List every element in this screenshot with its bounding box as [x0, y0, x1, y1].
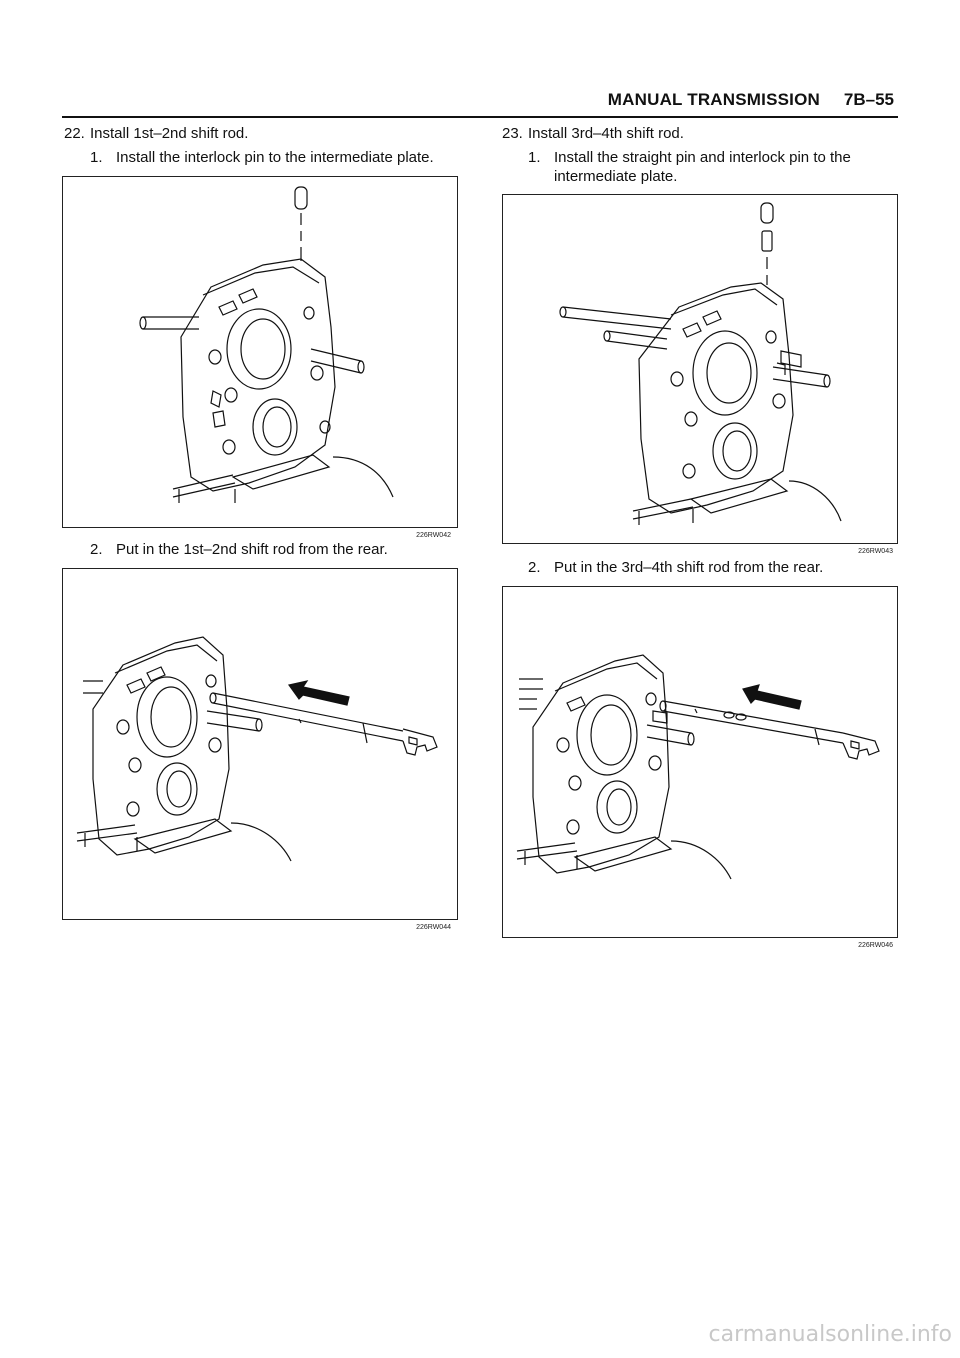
step-23-sub-2: 2. Put in the 3rd–4th shift rod from the… [528, 558, 898, 577]
step-22: 22. Install 1st–2nd shift rod. [64, 124, 460, 143]
figure-code: 226RW042 [416, 532, 451, 539]
step-number: 23. [502, 125, 523, 142]
interlock-pin-illustration [139, 186, 394, 503]
sub-number: 2. [528, 559, 541, 576]
step-23: 23. Install 3rd–4th shift rod. [502, 124, 898, 143]
sub-number: 2. [90, 541, 103, 558]
sub-text: Install the interlock pin to the interme… [116, 149, 434, 166]
watermark: carmanualsonline.info [708, 1322, 952, 1347]
step-22-sub-1: 1. Install the interlock pin to the inte… [90, 148, 460, 167]
figure-code: 226RW043 [858, 548, 893, 555]
figure-226rw046: 226RW046 [502, 586, 898, 949]
step-number: 22. [64, 125, 85, 142]
step-23-sub-1: 1. Install the straight pin and interloc… [528, 148, 898, 185]
step-text: Install 3rd–4th shift rod. [528, 125, 684, 142]
section-title: MANUAL TRANSMISSION [607, 90, 820, 109]
figure-code: 226RW046 [858, 942, 893, 949]
step-text: Install 1st–2nd shift rod. [90, 125, 249, 142]
page-number: 7B–55 [843, 90, 894, 109]
figure-226rw042: 226RW042 [62, 176, 458, 539]
shift-rod-illustration [516, 654, 880, 880]
sub-text: Put in the 1st–2nd shift rod from the re… [116, 541, 388, 558]
sub-text-line-1: Install the straight pin and interlock p… [554, 149, 851, 166]
figure-code: 226RW044 [416, 924, 451, 931]
sub-number: 1. [90, 149, 103, 166]
shift-rod-illustration [76, 636, 438, 862]
sub-text: Put in the 3rd–4th shift rod from the re… [554, 559, 824, 576]
sub-text-line-2: intermediate plate. [554, 168, 678, 185]
sub-number: 1. [528, 149, 541, 166]
step-22-sub-2: 2. Put in the 1st–2nd shift rod from the… [90, 540, 460, 559]
figure-226rw044: 226RW044 [62, 568, 458, 931]
straight-pin-illustration [559, 202, 842, 525]
figure-226rw043: 226RW043 [502, 194, 898, 555]
page-header: MANUAL TRANSMISSION 7B–55 [62, 88, 898, 118]
